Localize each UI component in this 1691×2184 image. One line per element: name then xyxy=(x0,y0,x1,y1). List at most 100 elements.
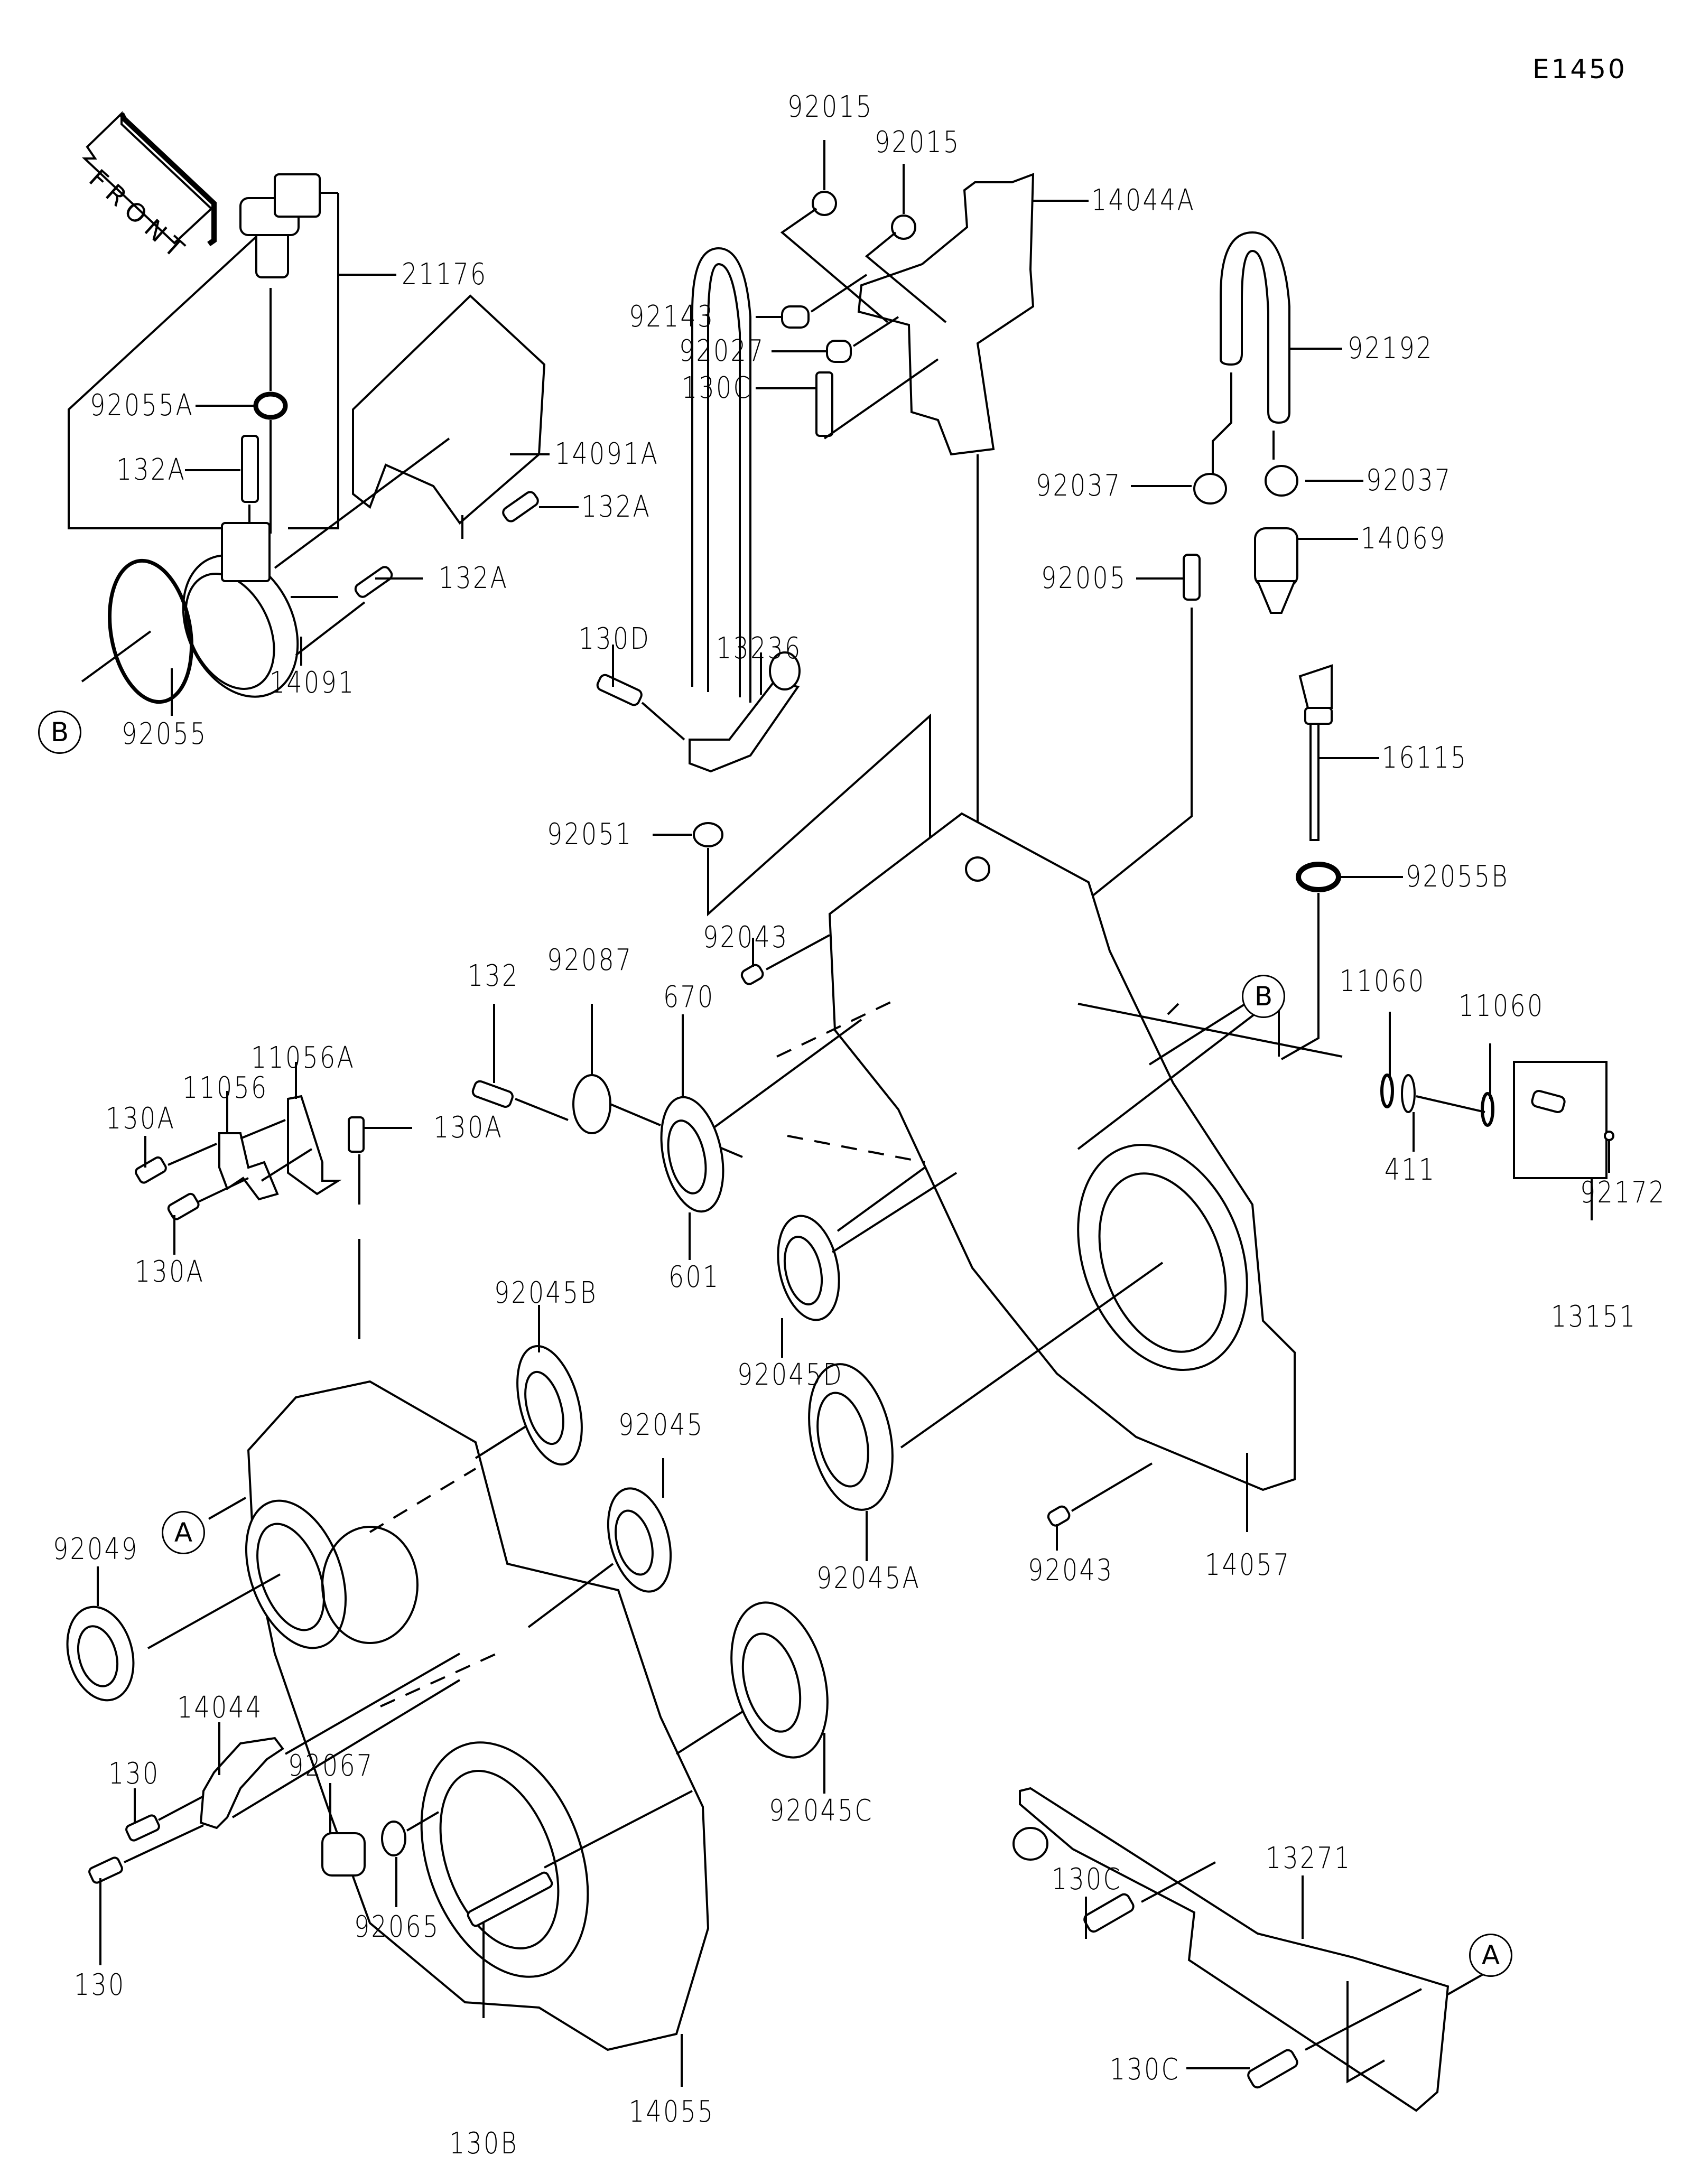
callout-92087[interactable]: 92087 xyxy=(547,943,633,977)
callout-130[interactable]: 130 xyxy=(108,1757,160,1791)
callout-92005[interactable]: 92005 xyxy=(1041,561,1127,595)
callout-14069[interactable]: 14069 xyxy=(1361,521,1447,556)
washer-11060 xyxy=(1481,1092,1494,1127)
callout-92172[interactable]: 92172 xyxy=(1580,1175,1666,1210)
collar-411 xyxy=(1401,1074,1416,1113)
bolt-92172 xyxy=(1604,1131,1614,1141)
bolt-130B xyxy=(467,1871,553,1927)
clamp-92037 xyxy=(1193,473,1227,505)
bracket-14044 xyxy=(199,1737,284,1830)
pin-92043 xyxy=(740,964,764,985)
bolt-130 xyxy=(88,1856,123,1884)
bolt-130C xyxy=(1083,1893,1135,1933)
callout-11056[interactable]: 11056 xyxy=(182,1071,268,1105)
callout-14091A[interactable]: 14091A xyxy=(555,437,659,471)
lever-13236 xyxy=(689,680,800,773)
sender-92087 xyxy=(572,1074,611,1134)
callout-92027[interactable]: 92027 xyxy=(679,334,765,368)
callout-92015[interactable]: 92015 xyxy=(875,125,961,160)
callout-132A[interactable]: 132A xyxy=(116,453,187,487)
nut-92015 xyxy=(812,191,837,216)
callout-670[interactable]: 670 xyxy=(663,980,715,1014)
bearing-601 xyxy=(660,1096,724,1213)
washer-11060 xyxy=(1380,1074,1394,1108)
callout-92065[interactable]: 92065 xyxy=(354,1910,440,1944)
bearing-92045B xyxy=(516,1345,583,1466)
callout-130B[interactable]: 130B xyxy=(449,2126,518,2161)
callout-92045[interactable]: 92045 xyxy=(618,1408,704,1442)
callout-130A[interactable]: 130A xyxy=(135,1255,205,1289)
bearing-92045A xyxy=(808,1363,894,1511)
callout-13271[interactable]: 13271 xyxy=(1266,1841,1352,1875)
callout-92049[interactable]: 92049 xyxy=(53,1532,139,1566)
case-14055-bore xyxy=(420,1741,589,1978)
plug-92067 xyxy=(321,1832,366,1877)
bracket-14044A xyxy=(857,173,1035,456)
callout-130C[interactable]: 130C xyxy=(1052,1862,1122,1897)
sensor-13151 xyxy=(1531,1089,1566,1114)
bolt-130A xyxy=(135,1156,167,1184)
callout-92043[interactable]: 92043 xyxy=(703,920,789,955)
callout-130C[interactable]: 130C xyxy=(1110,2052,1180,2087)
callout-11060[interactable]: 11060 xyxy=(1458,989,1545,1023)
callout-411[interactable]: 411 xyxy=(1385,1153,1436,1187)
clamp-92037 xyxy=(1265,465,1298,497)
callout-92143[interactable]: 92143 xyxy=(629,300,715,334)
callout-92037[interactable]: 92037 xyxy=(1036,469,1122,503)
collar-92143 xyxy=(781,305,810,329)
callout-92015[interactable]: 92015 xyxy=(787,90,874,124)
callout-92055B[interactable]: 92055B xyxy=(1406,860,1509,894)
diagram-id: E1450 xyxy=(1532,54,1627,85)
dipstick-16115 xyxy=(1298,664,1333,709)
callout-92045D[interactable]: 92045D xyxy=(737,1358,844,1392)
callout-132A[interactable]: 132A xyxy=(581,490,652,524)
callout-132[interactable]: 132 xyxy=(468,959,519,993)
callout-92055[interactable]: 92055 xyxy=(122,717,208,751)
bolt-130 xyxy=(125,1814,160,1842)
callout-130D[interactable]: 130D xyxy=(579,622,651,656)
cover-14057 xyxy=(828,812,1296,1491)
ref-marker-b[interactable]: B xyxy=(1242,975,1285,1018)
callout-11056A[interactable]: 11056A xyxy=(251,1041,356,1075)
oring-92055B xyxy=(1296,862,1341,892)
bolt-130C xyxy=(815,371,833,437)
callout-130C[interactable]: 130C xyxy=(682,371,752,405)
callout-132A[interactable]: 132A xyxy=(439,561,509,595)
callout-92051[interactable]: 92051 xyxy=(547,817,633,852)
callout-92037[interactable]: 92037 xyxy=(1366,463,1452,498)
callout-130[interactable]: 130 xyxy=(74,1968,126,2002)
callout-14091[interactable]: 14091 xyxy=(270,666,356,700)
callout-130A[interactable]: 130A xyxy=(106,1102,176,1136)
callout-130A[interactable]: 130A xyxy=(433,1110,504,1145)
front-arrow-icon xyxy=(81,111,217,247)
callout-13236[interactable]: 13236 xyxy=(716,631,802,666)
callout-92067[interactable]: 92067 xyxy=(288,1749,374,1783)
callout-14057[interactable]: 14057 xyxy=(1205,1548,1291,1582)
callout-92045C[interactable]: 92045C xyxy=(769,1794,874,1828)
ref-marker-a[interactable]: A xyxy=(1469,1934,1512,1977)
callout-92045B[interactable]: 92045B xyxy=(494,1276,598,1310)
callout-601[interactable]: 601 xyxy=(668,1260,720,1294)
bolt-130C xyxy=(1247,2049,1298,2089)
bearing-92045D xyxy=(777,1215,840,1321)
callout-13151[interactable]: 13151 xyxy=(1551,1300,1637,1334)
callout-11060[interactable]: 11060 xyxy=(1340,964,1426,998)
bracket-11056A xyxy=(287,1095,342,1196)
bolt-130A xyxy=(167,1192,200,1220)
callout-14055[interactable]: 14055 xyxy=(629,2095,715,2129)
callout-92192[interactable]: 92192 xyxy=(1348,331,1434,366)
callout-92045A[interactable]: 92045A xyxy=(816,1561,921,1595)
callout-92055A[interactable]: 92055A xyxy=(90,388,194,423)
cover-14057-bore xyxy=(1077,1143,1248,1371)
callout-16115[interactable]: 16115 xyxy=(1382,741,1468,775)
callout-14044[interactable]: 14044 xyxy=(177,1691,263,1725)
bearing-92045C xyxy=(730,1601,829,1759)
callout-21176[interactable]: 21176 xyxy=(402,257,488,292)
callout-92043[interactable]: 92043 xyxy=(1028,1553,1114,1588)
callout-14044A[interactable]: 14044A xyxy=(1091,183,1196,218)
ref-marker-b[interactable]: B xyxy=(38,711,81,754)
group-box-21176 xyxy=(68,192,338,529)
ref-marker-a[interactable]: A xyxy=(162,1511,205,1554)
